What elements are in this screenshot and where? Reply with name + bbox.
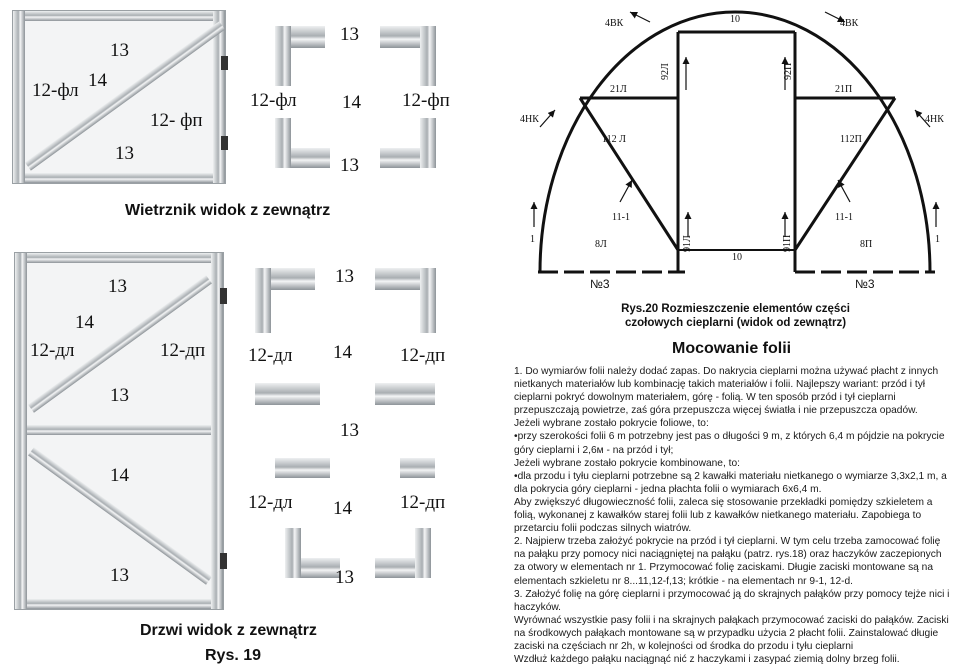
label-4nk: 4НК: [925, 114, 944, 125]
wietrznik-frame-photo: [12, 10, 228, 184]
paragraph: 2. Najpierw trzeba założyć pokrycie na p…: [514, 536, 942, 587]
label-4nk: 4НК: [520, 114, 539, 125]
label-4bk: 4ВК: [605, 18, 624, 29]
greenhouse-front-diagram: 4ВК 10 4ВК 92Л 92П 21Л 21П 4НК 4НК 112 Л…: [520, 10, 944, 291]
label-13: 13: [110, 565, 129, 586]
label-91p: 91П: [782, 235, 793, 252]
hinge-icon: [220, 288, 227, 304]
label-11-1: 11-1: [835, 212, 853, 223]
label-10: 10: [730, 14, 740, 25]
frame-rail-middle: [15, 425, 223, 435]
frame-rail-top: [15, 253, 223, 263]
detail-label-14: 14: [333, 498, 352, 519]
label-21p: 21П: [835, 84, 852, 95]
label-1: 1: [530, 234, 535, 245]
detail-label-12-dp: 12-дп: [400, 345, 446, 366]
label-4bk: 4ВК: [840, 18, 859, 29]
detail-piece: [275, 26, 291, 86]
label-112p: 112П: [840, 134, 862, 145]
label-13: 13: [110, 40, 129, 61]
caption-rys20: Rys.20 Rozmieszczenie elementów części c…: [621, 303, 850, 329]
label-8p: 8П: [860, 239, 872, 250]
paragraph: Jeżeli wybrane zostało pokrycie foliowe,…: [514, 418, 709, 430]
detail-label-14: 14: [342, 92, 361, 113]
label-21l: 21Л: [610, 84, 627, 95]
label-no3: №3: [590, 277, 610, 291]
detail-label-13: 13: [335, 266, 354, 287]
detail-label-12-fp: 12-фп: [402, 90, 450, 111]
paragraph: Wzdłuż każdego pałąku naciągnąć nić z ha…: [514, 654, 900, 666]
arch-curve: [538, 10, 932, 273]
paragraph: Aby zwiększyć długowieczność folii, zale…: [514, 496, 933, 535]
detail-piece: [420, 118, 436, 168]
drzwi-frame-photo: [14, 252, 227, 610]
label-10: 10: [732, 252, 742, 263]
label-12-dp: 12-дп: [160, 340, 206, 361]
frame-rail-left: [13, 11, 25, 183]
detail-piece: [420, 268, 436, 333]
paragraph: Wyrównać wszystkie pasy folii i na skraj…: [514, 614, 949, 652]
detail-piece: [420, 26, 436, 86]
detail-label-12-fl: 12-фл: [250, 90, 297, 111]
detail-piece: [285, 528, 301, 578]
detail-label-12-dp: 12-дп: [400, 492, 446, 513]
caption-wietrznik: Wietrznik widok z zewnątrz: [125, 202, 331, 219]
label-14: 14: [110, 465, 129, 486]
label-13: 13: [110, 385, 129, 406]
label-no3: №3: [855, 277, 875, 291]
label-11-1: 11-1: [612, 212, 630, 223]
frame-rail-top: [13, 11, 225, 21]
detail-label-13: 13: [335, 567, 354, 588]
detail-label-13: 13: [340, 420, 359, 441]
paragraph: 1. Do wymiarów folii należy dodać zapas.…: [514, 366, 939, 417]
label-112l: 112 Л: [602, 134, 626, 145]
detail-label-13: 13: [340, 24, 359, 45]
label-14: 14: [75, 312, 94, 333]
frame-rail-right: [211, 253, 223, 609]
detail-piece: [275, 118, 291, 168]
paragraph: •dla przodu i tyłu cieplarni potrzebne s…: [514, 470, 947, 495]
paragraph: Jeżeli wybrane zostało pokrycie kombinow…: [514, 457, 740, 469]
detail-label-14: 14: [333, 342, 352, 363]
hinge-icon: [221, 136, 228, 150]
drzwi-detail-photos: [250, 258, 440, 588]
section-title: Mocowanie folii: [672, 340, 792, 357]
label-14: 14: [88, 70, 107, 91]
detail-label-12-dl: 12-дл: [248, 492, 293, 513]
label-92p: 92П: [783, 63, 794, 80]
detail-piece: [375, 383, 435, 405]
label-13: 13: [108, 276, 127, 297]
detail-label-12-dl: 12-дл: [248, 345, 293, 366]
paragraph: •przy szerokości folii 6 m potrzebny jes…: [514, 431, 945, 456]
figure-number-rys19: Rys. 19: [205, 647, 262, 664]
label-1: 1: [935, 234, 940, 245]
label-13: 13: [115, 143, 134, 164]
detail-piece: [400, 458, 435, 478]
caption-drzwi: Drzwi widok z zewnątrz: [140, 622, 317, 639]
label-12-fp: 12- фп: [150, 110, 203, 131]
detail-piece: [415, 528, 431, 578]
frame-rail-bottom: [13, 173, 225, 183]
label-8l: 8Л: [595, 239, 607, 250]
label-12-fl: 12-фл: [32, 80, 79, 101]
detail-piece: [275, 458, 330, 478]
wietrznik-detail-photos: [255, 18, 440, 178]
paragraph: 3. Założyć folię na górę cieplarni i prz…: [514, 588, 950, 613]
instructions-text: 1. Do wymiarów folii należy dodać zapas.…: [514, 365, 954, 666]
hinge-icon: [220, 553, 227, 569]
hinge-icon: [221, 56, 228, 70]
detail-piece: [255, 268, 271, 333]
label-12-dl: 12-дл: [30, 340, 75, 361]
detail-label-13: 13: [340, 155, 359, 176]
label-92l: 92Л: [660, 63, 671, 80]
detail-piece: [255, 383, 320, 405]
frame-rail-left: [15, 253, 27, 609]
frame-rail-bottom: [15, 599, 223, 609]
label-91l: 91Л: [682, 235, 693, 252]
